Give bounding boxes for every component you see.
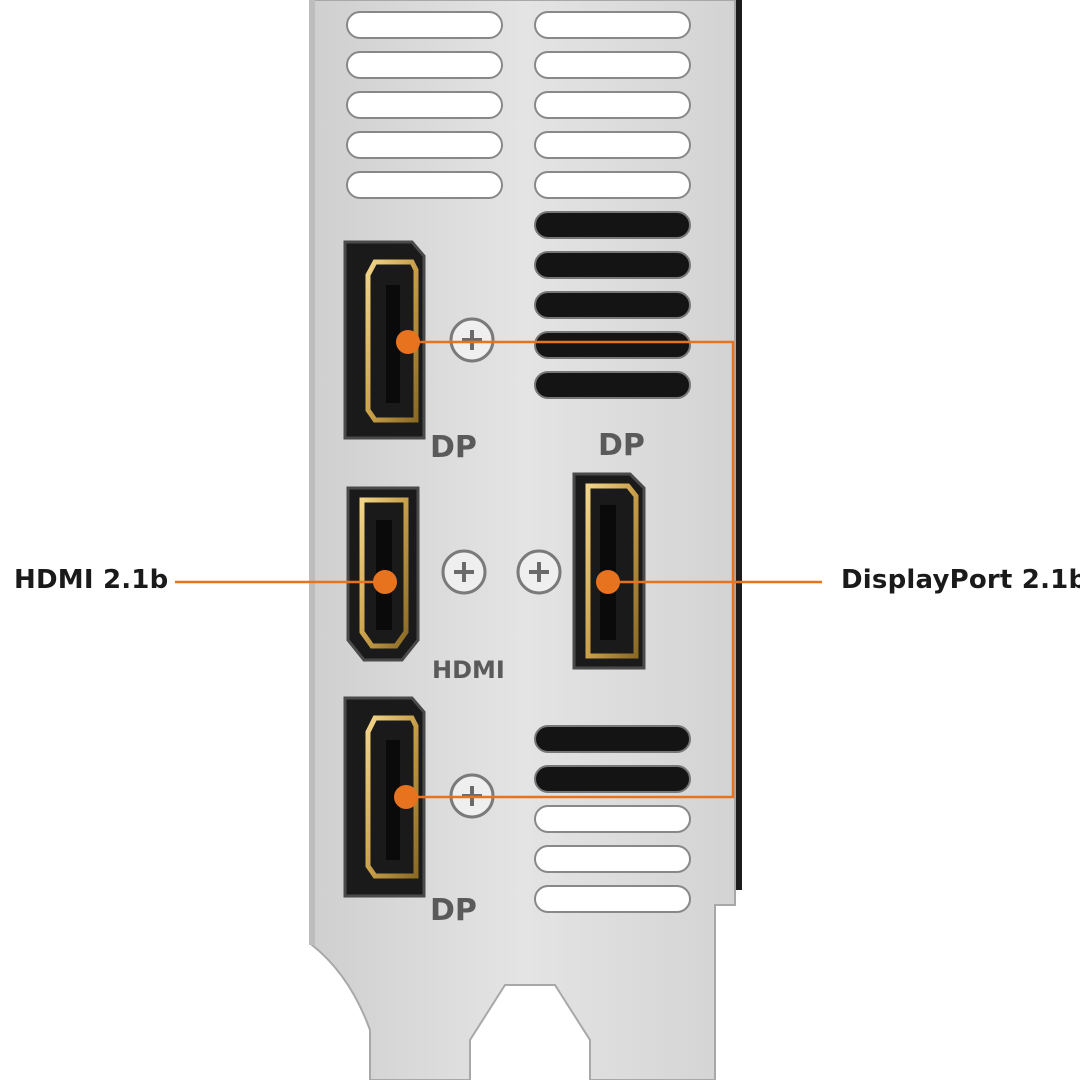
vent-slots-mid-right (534, 211, 691, 399)
screw-icon (441, 549, 487, 595)
callout-lines (175, 340, 822, 799)
vent-slots-top-left (346, 11, 503, 199)
screw-icon (449, 317, 495, 363)
port-label-hdmi: HDMI (432, 656, 505, 684)
vent-slots-bottom-right (534, 725, 691, 913)
displayport-top-left (343, 240, 426, 440)
callout-hdmi: HDMI 2.1b (14, 565, 169, 595)
displayport-bottom-left (343, 696, 426, 898)
vent-slots-top-right (534, 11, 691, 199)
callout-displayport: DisplayPort 2.1b (841, 565, 1080, 595)
port-label-dp-top-right: DP (598, 428, 645, 463)
port-label-dp-top-left: DP (430, 430, 477, 465)
callout-dot (373, 570, 397, 594)
screw-icon (516, 549, 562, 595)
port-label-dp-bottom-left: DP (430, 893, 477, 928)
callout-dot (396, 330, 420, 354)
callout-dot (394, 785, 418, 809)
callout-dot (596, 570, 620, 594)
